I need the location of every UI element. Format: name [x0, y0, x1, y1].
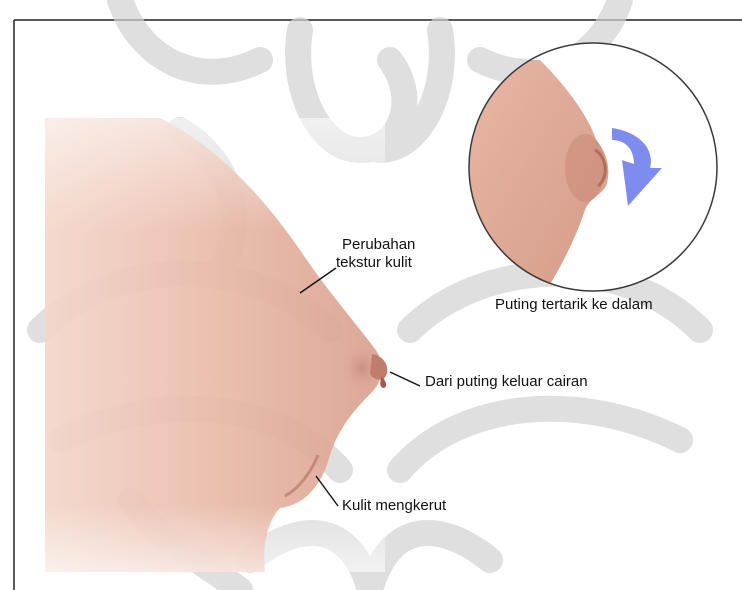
skin-texture-label-line2: tekstur kulit — [336, 254, 415, 272]
skin-texture-label-line1: Perubahan — [342, 236, 415, 254]
nipple-discharge-label: Dari puting keluar cairan — [425, 373, 588, 391]
skin-dimpling-label: Kulit mengkerut — [342, 497, 446, 515]
skin-texture-label: Perubahan tekstur kulit — [342, 236, 415, 272]
inverted-nipple-label: Puting tertarik ke dalam — [495, 296, 653, 314]
inset-magnifier — [469, 43, 717, 300]
